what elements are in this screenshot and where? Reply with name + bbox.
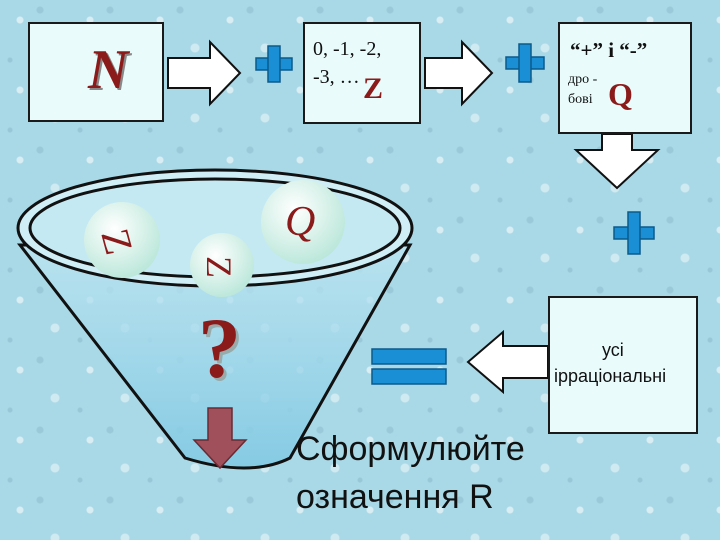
plus-icon [255,45,293,83]
task-line1: Сформулюйте [296,430,525,468]
arrow-left-icon [466,329,549,395]
plus-icon [505,43,545,83]
rationals-fragment1: дро - [568,72,598,87]
z-ball-right [190,233,254,297]
irrationals-box: усі ірраціональні [548,296,698,434]
integers-symbol: Z [363,72,384,105]
arrow-down-icon [192,407,248,470]
integers-line1: 0, -1, -2, [313,38,382,60]
question-mark: ? [198,300,241,396]
equals-icon [371,348,447,385]
natural-symbol: N [88,39,129,101]
z-ball-right-label: Z [199,256,239,278]
arrow-right-icon [167,39,242,107]
irrationals-line2: ірраціональні [554,366,667,386]
q-ball [261,180,345,264]
q-ball-label: Q [285,199,316,245]
plus-icon [613,211,655,255]
arrow-right-icon [424,39,494,107]
arrow-down-icon [573,133,661,190]
natural-numbers-box: N [28,22,164,122]
integers-box: 0, -1, -2, -3, … Z [303,22,421,124]
rationals-signs: “+” і “-” [570,38,648,62]
integers-line2: -3, … [313,66,360,88]
rationals-symbol: Q [608,76,633,112]
irrationals-line1: усі [602,340,624,360]
rationals-fragment2: бові [568,92,593,107]
rationals-box: “+” і “-” дро - бові Q [558,22,692,134]
z-ball-left [84,202,160,278]
task-line2: означення R [296,478,494,516]
